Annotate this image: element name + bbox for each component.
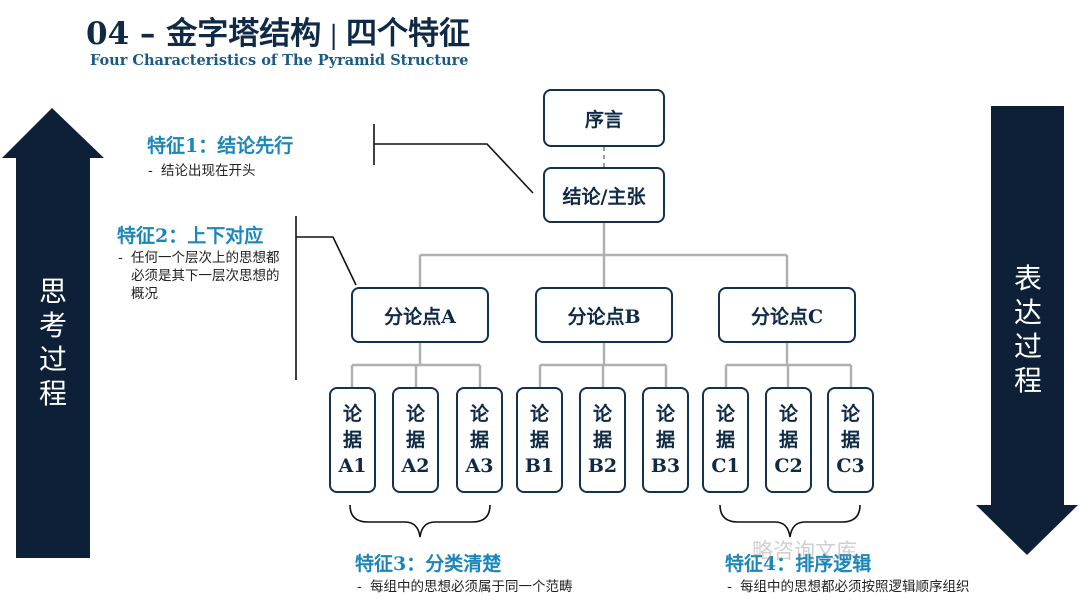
title-right: 四个特征 bbox=[346, 16, 470, 52]
feature3-desc: -每组中的思想必须属于同一个范畴 bbox=[357, 579, 573, 595]
page-title: 04 – 金字塔结构| 四个特征 bbox=[86, 8, 470, 53]
title-separator: | bbox=[329, 21, 338, 51]
feature1-title: 特征1：结论先行 bbox=[147, 135, 294, 157]
feature2-title: 特征2：上下对应 bbox=[117, 225, 264, 247]
expression-arrow-down bbox=[976, 106, 1078, 555]
page-subtitle: Four Characteristics of The Pyramid Stru… bbox=[90, 52, 469, 69]
feature4-brace bbox=[719, 504, 861, 538]
feature4-desc: -每组中的思想都必须按照逻辑顺序组织 bbox=[727, 579, 970, 595]
sub-point-c-box: 分论点C bbox=[718, 287, 856, 343]
feature1-desc: -结论出现在开头 bbox=[148, 163, 256, 179]
feature2-desc: -任何一个层次上的思想都必须是其下一层次思想的概况 bbox=[118, 250, 280, 302]
thinking-process-label: 思考过程 bbox=[38, 275, 67, 410]
preface-box: 序言 bbox=[543, 89, 665, 147]
conclusion-box: 结论/主张 bbox=[543, 167, 665, 223]
feature4-title: 特征4：排序逻辑 bbox=[725, 553, 872, 575]
thinking-arrow-up bbox=[2, 108, 104, 558]
watermark-text: 略咨询文库 bbox=[752, 539, 857, 563]
sub-point-b-box: 分论点B bbox=[535, 287, 673, 343]
sub-point-a-box: 分论点A bbox=[351, 287, 489, 343]
feature3-title: 特征3：分类清楚 bbox=[355, 553, 502, 575]
expression-process-label: 表达过程 bbox=[1013, 262, 1042, 397]
feature3-brace bbox=[349, 504, 491, 538]
feature2-pointer bbox=[296, 236, 357, 286]
feature1-pointer bbox=[374, 143, 534, 194]
title-main: 04 – 金字塔结构 bbox=[86, 16, 322, 52]
